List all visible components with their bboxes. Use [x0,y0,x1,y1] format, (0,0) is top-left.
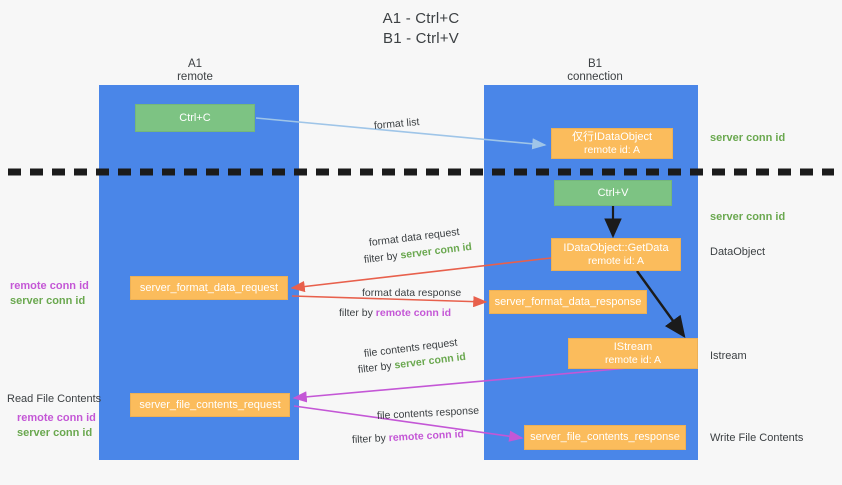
filter-prefix: filter by [351,432,390,446]
node-server-format-data-request-label: server_format_data_request [139,281,279,294]
left-label-remote-conn-id-low: remote conn id [17,412,96,424]
arrow-format-data-response [291,295,488,308]
filter-prefix: filter by [339,307,376,319]
edge-label-format-data-response-filter: filter by remote conn id [339,306,451,320]
node-dataobject-remote[interactable]: 仅行IDataObject remote id: A [551,128,673,159]
node-getdata-id: remote id: A [587,254,645,267]
right-label-server-conn-id-mid: server conn id [710,211,786,223]
node-ctrl-v-label: Ctrl+V [597,186,629,199]
node-server-file-contents-request-label: server_file_contents_request [139,398,281,411]
node-ctrl-c[interactable]: Ctrl+C [135,104,255,132]
node-getdata[interactable]: IDataObject::GetData remote id: A [551,238,681,271]
left-label-server-conn-id-mid: server conn id [10,295,86,307]
column-header-a1: A1 remote [120,58,270,84]
arrow-format-data-request [290,257,552,293]
column-header-b1: B1 connection [520,58,670,84]
right-label-write-file-contents: Write File Contents [710,432,804,444]
right-label-data-object: DataObject [710,246,766,258]
right-label-server-conn-id-top: server conn id [710,132,786,144]
node-getdata-title: IDataObject::GetData [563,241,669,254]
node-dataobject-remote-id: remote id: A [583,143,641,156]
filter-key-remote-conn-id: remote conn id [388,428,465,445]
edge-label-format-data-response: format data response [362,287,462,299]
node-server-format-data-request[interactable]: server_format_data_request [130,276,288,300]
node-istream-title: IStream [613,340,653,353]
right-label-istream: Istream [710,350,747,362]
node-server-file-contents-response-label: server_file_contents_response [530,431,680,443]
title-line-2: B1 - Ctrl+V [383,30,459,47]
node-server-file-contents-response[interactable]: server_file_contents_response [524,425,686,450]
node-server-file-contents-request[interactable]: server_file_contents_request [130,393,290,417]
node-istream[interactable]: IStream remote id: A [568,338,698,369]
arrow-getdata-to-istream [636,270,686,338]
left-label-remote-conn-id-mid: remote conn id [10,280,89,292]
node-ctrl-c-label: Ctrl+C [179,111,211,124]
left-label-read-file-contents: Read File Contents [7,393,102,405]
title-line-1: A1 - Ctrl+C [382,10,460,27]
arrow-file-contents-response [293,405,524,442]
column-a1-name: A1 [187,58,203,70]
arrow-format-list [255,117,547,150]
filter-key-remote-conn-id: remote conn id [375,307,452,319]
left-label-server-conn-id-low: server conn id [17,427,93,439]
node-istream-id: remote id: A [604,353,662,366]
column-b1-name: B1 [587,58,603,70]
column-b1-role: connection [567,71,623,83]
node-server-format-data-response[interactable]: server_format_data_response [489,290,647,314]
node-server-format-data-response-label: server_format_data_response [494,295,642,308]
node-ctrl-v[interactable]: Ctrl+V [554,180,672,206]
arrow-file-contents-request [292,367,629,403]
column-a1-role: remote [177,71,213,83]
node-dataobject-remote-title: 仅行IDataObject [571,130,653,143]
